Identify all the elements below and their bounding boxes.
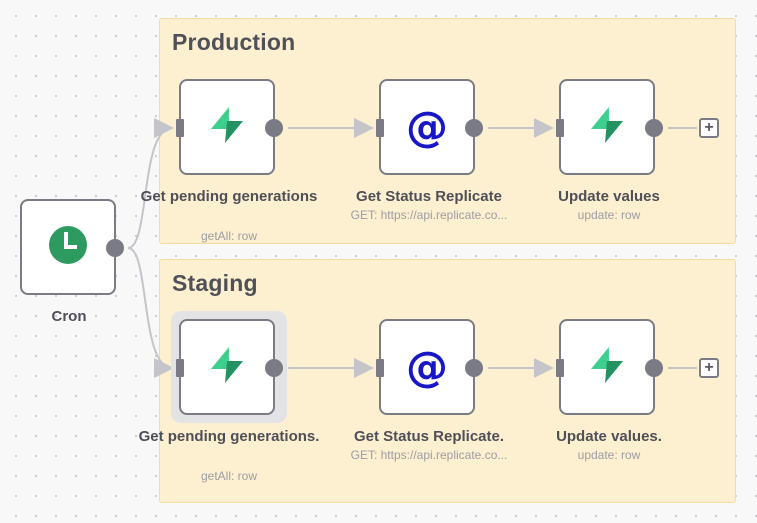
at-sign-icon: @ [406,102,448,151]
at-sign-icon: @ [406,342,448,391]
sticky-title-staging: Staging [172,270,258,296]
staging-get-pending-label: Get pending generations. [138,428,320,445]
prod-update-node[interactable] [556,79,663,175]
staging-get-status-input-handle[interactable] [376,359,384,377]
prod-update-subtitle: update: row [577,208,641,222]
prod-get-status-input-handle[interactable] [376,119,384,137]
prod-get-pending-node[interactable] [176,79,283,175]
staging-update-node[interactable] [556,319,663,415]
prod-get-pending-subtitle: getAll: row [200,229,258,243]
staging-update-subtitle: update: row [577,448,641,462]
staging-get-pending-node[interactable] [176,319,283,415]
supabase-icon [587,105,627,150]
prod-get-pending-label: Get pending generations [140,188,318,205]
cron-label: Cron [51,308,87,325]
prod-update-label: Update values [558,188,660,205]
staging-get-status-label: Get Status Replicate. [353,428,505,445]
staging-get-status-output-handle[interactable] [465,359,483,377]
cron-output-handle[interactable] [106,239,124,257]
staging-get-pending-subtitle: getAll: row [200,469,258,483]
staging-get-status-node[interactable]: @ [376,319,483,415]
cron-node[interactable] [20,199,124,295]
prod-get-status-subtitle: GET: https://api.replicate.co... [350,208,508,222]
prod-update-input-handle[interactable] [556,119,564,137]
prod-add-node-button[interactable]: + [699,118,719,138]
staging-update-output-handle[interactable] [645,359,663,377]
sticky-title-production: Production [172,29,296,55]
staging-update-input-handle[interactable] [556,359,564,377]
staging-update-label: Update values. [556,428,662,445]
prod-update-output-handle[interactable] [645,119,663,137]
prod-get-pending-output-handle[interactable] [265,119,283,137]
staging-get-pending-output-handle[interactable] [265,359,283,377]
prod-get-status-label: Get Status Replicate [356,188,502,205]
prod-get-status-node[interactable]: @ [376,79,483,175]
prod-get-pending-input-handle[interactable] [176,119,184,137]
supabase-icon [207,105,247,150]
prod-get-status-output-handle[interactable] [465,119,483,137]
supabase-icon [207,345,247,390]
supabase-icon [587,345,627,390]
staging-get-pending-input-handle[interactable] [176,359,184,377]
staging-add-node-button[interactable]: + [699,358,719,378]
clock-icon [48,225,88,270]
staging-get-status-subtitle: GET: https://api.replicate.co... [350,448,508,462]
